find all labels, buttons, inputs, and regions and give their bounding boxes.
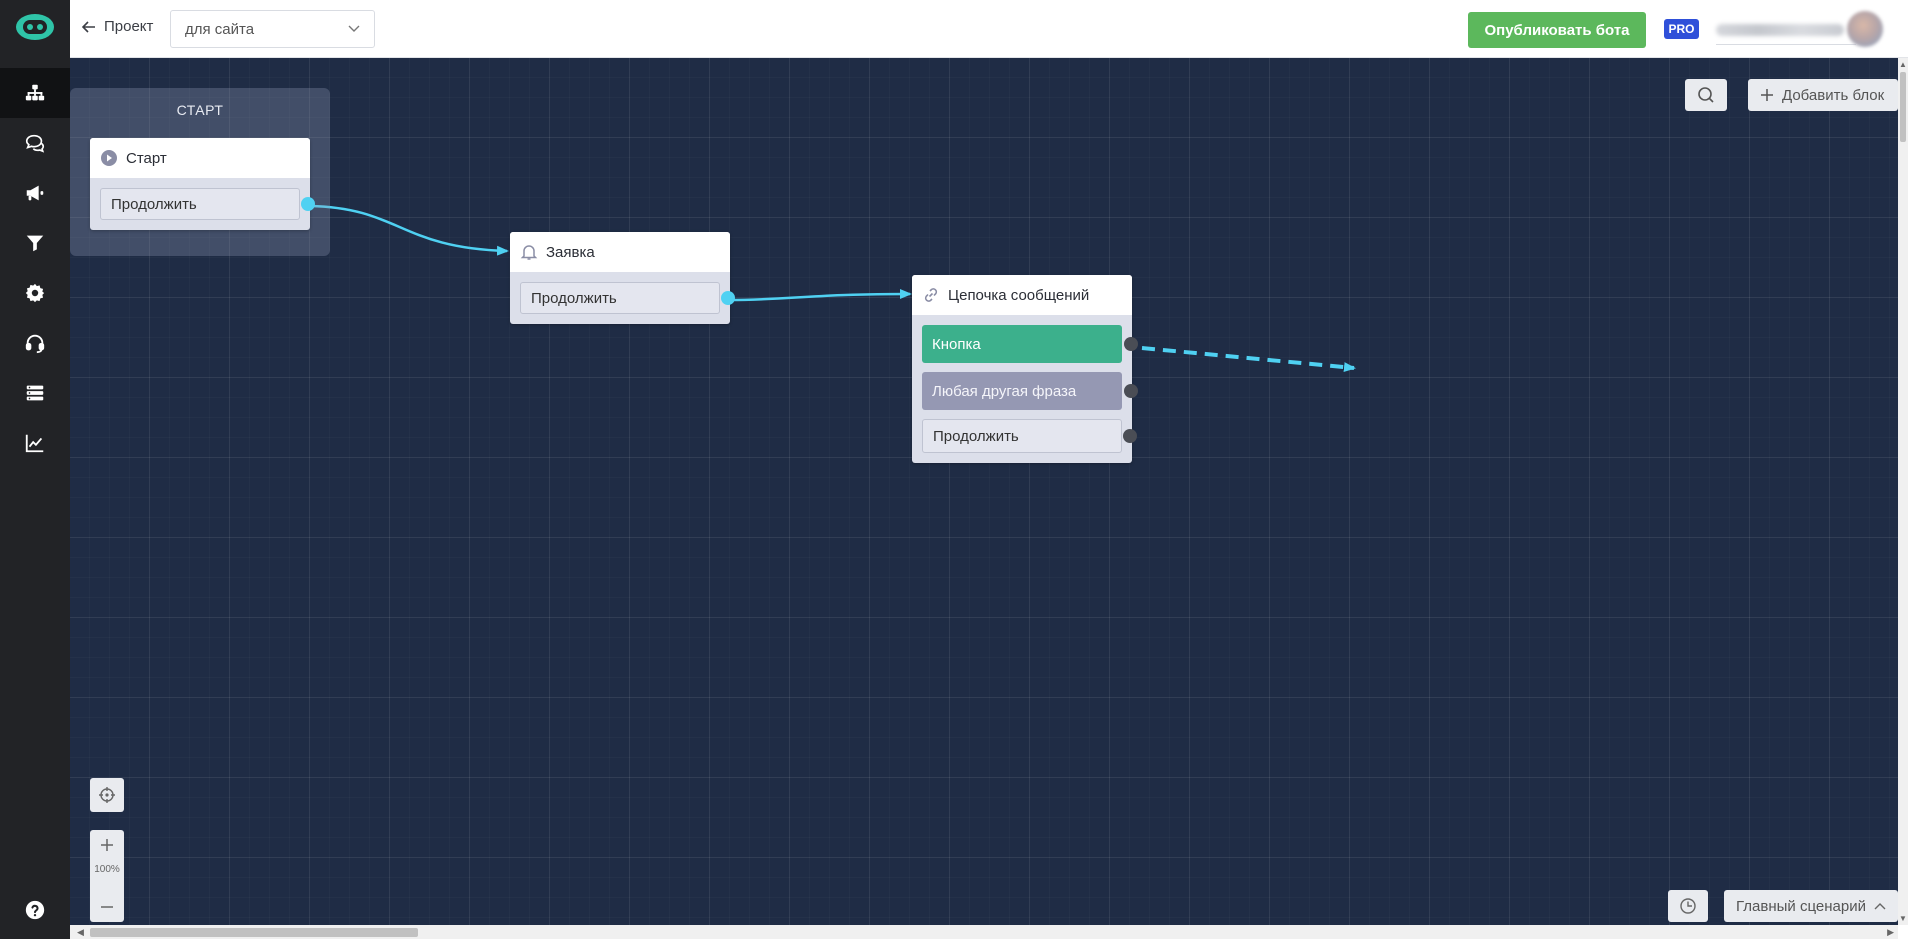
block-start-header[interactable]: Старт (90, 138, 310, 178)
zoom-level: 100% (94, 864, 120, 875)
user-name-blurred[interactable] (1716, 14, 1856, 45)
block-request-title: Заявка (546, 243, 595, 261)
search-icon (1698, 87, 1714, 103)
sidebar-item-database[interactable] (0, 368, 70, 418)
arrow-left-icon (82, 20, 95, 33)
chat-icon (25, 134, 45, 153)
zoom-out-button[interactable] (90, 892, 124, 922)
block-links (309, 204, 1356, 373)
block-chain-continue-button[interactable]: Продолжить (922, 419, 1137, 453)
back-to-project-link[interactable]: Проект (82, 18, 153, 35)
user-name-redacted (1716, 24, 1844, 36)
sidebar-item-dialogs[interactable] (0, 118, 70, 168)
scroll-left-icon[interactable]: ◀ (77, 927, 84, 937)
pro-badge: PRO (1664, 19, 1699, 39)
chevron-down-icon (348, 25, 360, 32)
block-chain-button-knopka[interactable]: Кнопка (922, 325, 1138, 363)
flow-canvas[interactable]: Добавить блок СТАРТ Старт Продолжить (70, 58, 1898, 925)
bot-logo-icon[interactable] (15, 12, 55, 42)
block-chain-title: Цепочка сообщений (948, 286, 1090, 304)
connector-chain-continue[interactable] (1123, 429, 1137, 443)
link-icon (924, 288, 938, 302)
avatar[interactable] (1847, 11, 1883, 47)
block-request-continue-button[interactable]: Продолжить (520, 282, 735, 314)
publish-bot-button[interactable]: Опубликовать бота (1468, 12, 1646, 48)
connector-chain-knopka[interactable] (1124, 337, 1138, 351)
block-chain-button-any-phrase-label: Любая другая фраза (932, 382, 1077, 400)
filter-icon (26, 235, 44, 252)
search-button[interactable] (1685, 79, 1727, 111)
block-chain-button-knopka-label: Кнопка (932, 335, 981, 353)
project-select-value: для сайта (185, 20, 255, 38)
link-button-dragging[interactable] (1141, 346, 1356, 373)
sitemap-icon (25, 84, 45, 101)
block-start-continue-label: Продолжить (111, 195, 197, 213)
start-group-title: СТАРТ (176, 102, 224, 118)
scroll-right-icon[interactable]: ▶ (1887, 927, 1894, 937)
zoom-in-button[interactable] (90, 830, 124, 860)
center-view-button[interactable] (90, 778, 124, 812)
block-start-title: Старт (126, 149, 167, 167)
help-icon (25, 900, 45, 920)
scenario-selector[interactable]: Главный сценарий (1724, 890, 1898, 922)
headset-icon (25, 334, 45, 354)
clock-icon (1680, 898, 1696, 914)
plus-icon (101, 839, 113, 851)
scenario-label: Главный сценарий (1736, 897, 1866, 915)
block-request[interactable]: Заявка Продолжить (510, 232, 735, 324)
block-start[interactable]: Старт Продолжить (90, 138, 315, 230)
connector-request-continue[interactable] (721, 291, 735, 305)
block-request-header[interactable]: Заявка (510, 232, 730, 272)
block-message-chain[interactable]: Цепочка сообщений Кнопка Любая другая фр… (912, 275, 1138, 463)
back-link-label: Проект (104, 18, 154, 35)
vertical-scrollbar[interactable]: ▲ ▼ (1898, 58, 1908, 925)
bell-icon (520, 245, 538, 260)
block-chain-continue-label: Продолжить (933, 427, 1019, 445)
crosshair-icon (99, 787, 115, 803)
left-sidebar (0, 0, 70, 939)
megaphone-icon (26, 185, 44, 201)
block-chain-header[interactable]: Цепочка сообщений (912, 275, 1132, 315)
zoom-controls: 100% (90, 830, 124, 922)
gear-icon (25, 283, 45, 303)
project-select[interactable]: для сайта (170, 10, 375, 48)
top-header: Проект для сайта Опубликовать бота PRO (70, 0, 1908, 58)
block-start-continue-button[interactable]: Продолжить (100, 188, 315, 220)
play-circle-icon (101, 150, 117, 166)
minus-icon (101, 906, 113, 908)
sidebar-item-scenarios[interactable] (0, 68, 70, 118)
database-icon (26, 385, 44, 401)
link-request-to-chain[interactable] (728, 289, 912, 302)
sidebar-item-support[interactable] (0, 318, 70, 368)
add-block-button[interactable]: Добавить блок (1748, 79, 1898, 111)
scroll-down-icon[interactable]: ▼ (1899, 914, 1907, 923)
sidebar-item-analytics[interactable] (0, 418, 70, 468)
horizontal-scrollbar[interactable]: ◀ ▶ (70, 925, 1898, 939)
horizontal-scroll-thumb[interactable] (90, 928, 418, 937)
analytics-icon (25, 434, 44, 453)
chevron-up-icon (1874, 903, 1886, 910)
vertical-scroll-thumb[interactable] (1900, 72, 1906, 142)
add-block-label: Добавить блок (1782, 86, 1885, 104)
help-button[interactable] (0, 885, 70, 935)
sidebar-item-funnels[interactable] (0, 218, 70, 268)
plus-icon (1761, 89, 1773, 101)
history-button[interactable] (1668, 890, 1708, 922)
block-request-continue-label: Продолжить (531, 289, 617, 307)
sidebar-item-settings[interactable] (0, 268, 70, 318)
connector-start-continue[interactable] (301, 197, 315, 211)
scroll-up-icon[interactable]: ▲ (1899, 60, 1907, 69)
link-start-to-request[interactable] (309, 204, 509, 256)
sidebar-item-broadcasts[interactable] (0, 168, 70, 218)
connector-chain-any-phrase[interactable] (1124, 384, 1138, 398)
block-chain-button-any-phrase[interactable]: Любая другая фраза (922, 372, 1138, 410)
